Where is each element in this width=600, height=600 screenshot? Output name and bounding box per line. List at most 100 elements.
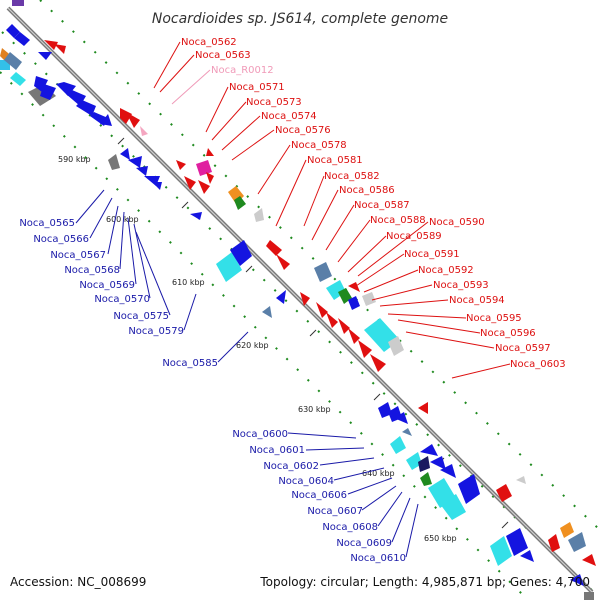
forward-cds-arrow [300, 292, 310, 306]
gene-label: Noca_0602 [263, 461, 319, 472]
feature-block [402, 428, 412, 436]
gene-label: Noca_0600 [232, 429, 288, 440]
forward-cds-arrow [358, 340, 372, 358]
feature-block [254, 208, 264, 222]
gene-label: Noca_0566 [33, 234, 89, 245]
gene-label: Noca_0575 [113, 311, 169, 322]
gene-label: Noca_0582 [324, 171, 380, 182]
reverse-cds-arrow [128, 156, 142, 168]
feature-block [420, 472, 432, 486]
gene-label: Noca_0563 [195, 50, 251, 61]
feature-block [12, 0, 24, 6]
gene-label: Noca_0588 [370, 215, 426, 226]
feature-block [490, 536, 512, 566]
feature-block [418, 456, 430, 472]
forward-cds-arrow [266, 240, 282, 256]
forward-cds-arrow [120, 108, 132, 124]
reverse-cds-arrow [100, 114, 112, 126]
feature-block [234, 196, 246, 210]
gene-label: Noca_0562 [181, 37, 237, 48]
topology-summary: Topology: circular; Length: 4,985,871 bp… [259, 575, 590, 589]
label-leaders-red [153, 41, 511, 379]
kbp-ticks [117, 137, 509, 529]
feature-block [440, 494, 466, 520]
gene-label: Noca_0567 [50, 250, 106, 261]
feature-block [516, 476, 526, 484]
reverse-cds-arrow [76, 100, 96, 116]
feature-block [362, 292, 376, 306]
feature-cluster-590 [108, 148, 286, 318]
feature-cluster-forward-top [120, 108, 404, 372]
forward-cds-arrow [184, 176, 196, 190]
reverse-cds-arrow [506, 528, 528, 556]
gene-label: Noca_0603 [510, 359, 566, 370]
kbp-label: 650 kbp [424, 534, 457, 543]
kbp-label: 620 kbp [236, 341, 269, 350]
gene-label: Noca_0606 [291, 490, 347, 501]
map-title: Nocardioides sp. JS614, complete genome [152, 11, 448, 27]
forward-cds-arrow [316, 302, 328, 318]
kbp-label: 590 kbp [58, 155, 91, 164]
gene-label: Noca_0589 [386, 231, 442, 242]
gene-label: Noca_0578 [291, 140, 347, 151]
forward-cds-arrow [348, 282, 360, 292]
reverse-cds-arrow [276, 290, 286, 304]
feature-block [584, 592, 594, 600]
reverse-cds-arrow [394, 412, 408, 424]
gene-label: Noca_0604 [278, 476, 334, 487]
reverse-cds-arrow [230, 240, 252, 266]
forward-cds-arrow [582, 554, 596, 566]
feature-block [216, 252, 242, 282]
forward-cds-arrow [496, 484, 512, 502]
gene-label: Noca_0594 [449, 295, 505, 306]
forward-cds-arrow [206, 148, 214, 156]
gene-label: Noca_0607 [307, 506, 363, 517]
feature-block [10, 72, 26, 86]
feature-cluster-top-left [0, 0, 112, 126]
forward-cds-arrow [176, 160, 186, 170]
reverse-cds-arrow [420, 444, 438, 456]
reverse-cds-arrow [520, 550, 534, 562]
feature-block [406, 452, 422, 470]
gene-label: Noca_0569 [79, 280, 135, 291]
kbp-label: 600 kbp [106, 215, 139, 224]
gene-label: Noca_0581 [307, 155, 363, 166]
gene-label: Noca_0590 [429, 217, 485, 228]
gene-label: Noca_0585 [162, 358, 218, 369]
gene-label: Noca_0568 [64, 265, 120, 276]
reverse-cds-arrow [34, 76, 48, 92]
feature-block [560, 522, 574, 538]
forward-cds-arrow [126, 112, 140, 128]
gc-tick-track-inner [0, 71, 529, 600]
reverse-cds-arrow [430, 456, 446, 470]
label-leaders-blue [75, 189, 419, 558]
gene-label: Noca_0586 [339, 185, 395, 196]
feature-block [390, 436, 406, 454]
forward-cds-arrow [198, 180, 210, 194]
label-leader-pink [171, 69, 211, 105]
gene-label: Noca_0610 [350, 553, 406, 564]
reverse-cds-arrow [190, 212, 202, 220]
forward-cds-arrow [418, 402, 428, 414]
reverse-cds-arrow [152, 182, 162, 190]
gene-label: Noca_0601 [249, 445, 305, 456]
reverse-cds-arrow [458, 474, 480, 504]
gene-label: Noca_0609 [336, 538, 392, 549]
forward-cds-arrow [206, 172, 214, 184]
gene-label: Noca_0579 [128, 326, 184, 337]
reverse-cds-arrow [570, 574, 584, 586]
reverse-cds-arrow [136, 166, 148, 176]
gene-labels-forward: Noca_0562 Noca_0563 Noca_0571 Noca_0573 … [181, 37, 566, 370]
reverse-cds-arrow [38, 52, 52, 60]
gene-label: Noca_0596 [480, 328, 536, 339]
gene-label: Noca_0576 [275, 125, 331, 136]
feature-block [568, 532, 586, 552]
gene-label: Noca_0608 [322, 522, 378, 533]
gc-tick-track-outer [1, 31, 597, 595]
feature-block [262, 306, 272, 318]
reverse-cds-arrow [120, 148, 130, 160]
forward-cds-arrow [370, 354, 386, 372]
gene-label: Noca_0592 [418, 265, 474, 276]
reverse-cds-arrow [440, 464, 456, 478]
